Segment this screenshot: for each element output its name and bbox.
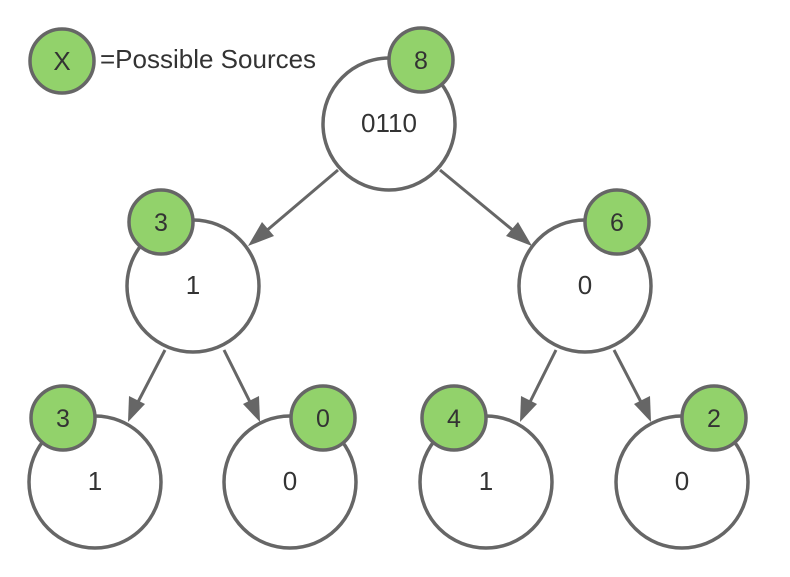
node-right-right-value: 0 (675, 466, 689, 496)
arrowhead-right-rightright (634, 396, 651, 422)
edge-left-leftright (222, 349, 252, 403)
node-right-left-value: 1 (479, 466, 493, 496)
node-left-sources: 3 (154, 209, 168, 237)
node-root-sources: 8 (414, 47, 428, 75)
node-root-value: 0110 (361, 108, 417, 138)
node-left-right-sources-badge (289, 384, 357, 452)
edge-right-rightright (612, 349, 643, 403)
arrowhead-left-leftright (243, 396, 260, 422)
node-right-left: 1 4 (418, 384, 554, 550)
arrowhead-root-right (506, 222, 532, 246)
edge-root-right (439, 168, 516, 234)
node-right-right-sources-badge (680, 384, 748, 452)
node-left-left-sources: 3 (56, 405, 70, 433)
edge-right-rightleft (528, 349, 558, 403)
node-root: 0110 8 (321, 26, 457, 192)
node-left-left: 1 3 (27, 384, 163, 550)
node-right-left-sources: 4 (447, 405, 461, 433)
node-right-value: 0 (578, 270, 592, 300)
node-left-right-sources: 0 (316, 405, 330, 433)
node-left-value: 1 (186, 270, 200, 300)
node-left-left-sources-badge (29, 384, 97, 452)
node-left-left-value: 1 (88, 466, 102, 496)
node-root-sources-badge (387, 26, 455, 94)
node-left: 1 3 (125, 188, 261, 354)
node-left-right-value: 0 (283, 466, 297, 496)
node-right-right-sources: 2 (707, 405, 721, 433)
node-left-sources-badge (127, 188, 195, 256)
edge-left-leftleft (136, 349, 167, 403)
arrowhead-right-rightleft (520, 396, 537, 422)
node-right-left-sources-badge (420, 384, 488, 452)
legend-label: =Possible Sources (100, 44, 316, 74)
node-right: 0 6 (517, 188, 653, 354)
arrowhead-root-left (248, 222, 274, 246)
legend-badge (28, 27, 96, 95)
node-right-right: 0 2 (614, 384, 750, 550)
node-right-sources-badge (583, 188, 651, 256)
node-right-sources: 6 (610, 209, 624, 237)
arrowhead-left-leftleft (128, 396, 145, 422)
edges (128, 168, 651, 422)
node-left-right: 0 0 (222, 384, 358, 550)
edge-root-left (264, 168, 339, 234)
legend: X =Possible Sources (28, 27, 316, 95)
legend-symbol: X (53, 46, 70, 76)
